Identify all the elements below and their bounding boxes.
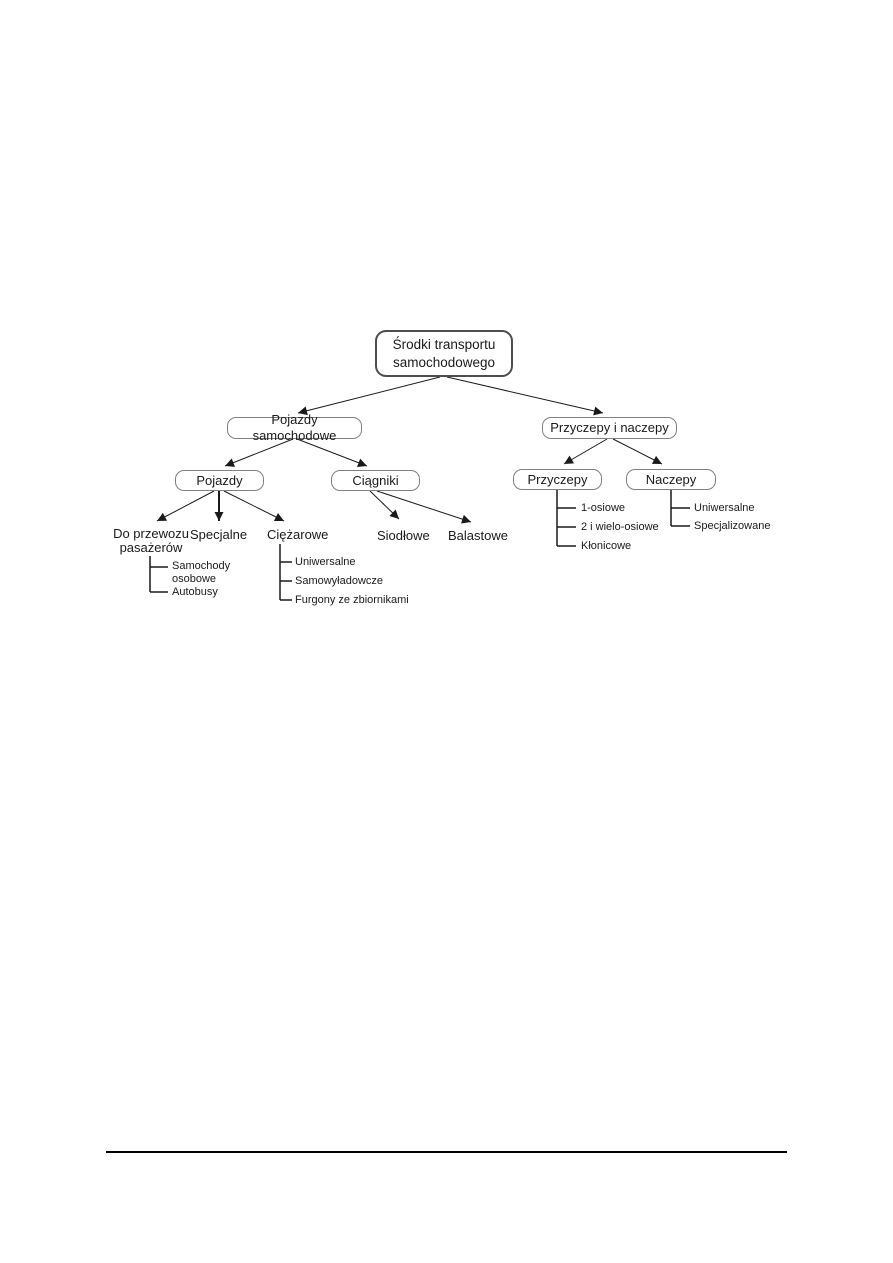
leaf-balastowe: Balastowe xyxy=(448,528,508,543)
edge-root-to-pojazdy-samochodowe xyxy=(297,376,441,416)
edge-to-do-przewozu xyxy=(156,490,215,522)
edge-to-balastowe xyxy=(376,490,472,524)
subitem-furgony-ze-zbiornikami: Furgony ze zbiornikami xyxy=(295,594,409,606)
edge-to-ciezarowe xyxy=(223,490,285,522)
leaf-specjalne: Specjalne xyxy=(190,527,248,542)
node-przyczepy-i-naczepy: Przyczepy i naczepy xyxy=(542,417,677,439)
node-root: Środki transportu samochodowego xyxy=(375,330,513,377)
leaf-do-przewozu-pasazerow: Do przewozu pasażerów xyxy=(113,526,189,555)
node-naczepy: Naczepy xyxy=(626,469,716,490)
subitem-uniwersalne-naczepy: Uniwersalne xyxy=(694,502,755,514)
node-przyczepy: Przyczepy xyxy=(513,469,602,490)
leaf-siodlowe: Siodłowe xyxy=(377,528,430,543)
node-pojazdy-samochodowe: Pojazdy samochodowe xyxy=(227,412,362,443)
subitem-samochody-osobowe: Samochody osobowe xyxy=(172,560,231,585)
node-pojazdy: Pojazdy xyxy=(175,470,264,491)
edge-to-siodlowe xyxy=(369,490,400,520)
subitem-samowyladowcze: Samowyładowcze xyxy=(295,575,384,587)
edge-root-to-przyczepy-i-naczepy xyxy=(446,376,604,416)
subitem-1-osiowe: 1-osiowe xyxy=(581,502,626,514)
bracket-do-przewozu xyxy=(149,556,168,593)
subitem-2-i-wielo-osiowe: 2 i wielo-osiowe xyxy=(581,521,659,533)
subitem-klonicowe: Kłonicowe xyxy=(581,540,632,552)
footer-rule xyxy=(106,1151,787,1153)
node-ciagniki: Ciągniki xyxy=(331,470,420,491)
bracket-ciezarowe xyxy=(279,544,292,601)
edge-to-naczepy xyxy=(612,438,663,465)
bracket-naczepy xyxy=(670,490,690,527)
subitem-uniwersalne-ciezarowe: Uniwersalne xyxy=(295,556,356,568)
leaf-ciezarowe: Ciężarowe xyxy=(267,527,329,542)
edge-to-przyczepy xyxy=(563,438,608,465)
bracket-przyczepy xyxy=(556,490,576,547)
subitem-autobusy: Autobusy xyxy=(172,586,218,598)
subitem-specjalizowane: Specjalizowane xyxy=(694,520,771,532)
